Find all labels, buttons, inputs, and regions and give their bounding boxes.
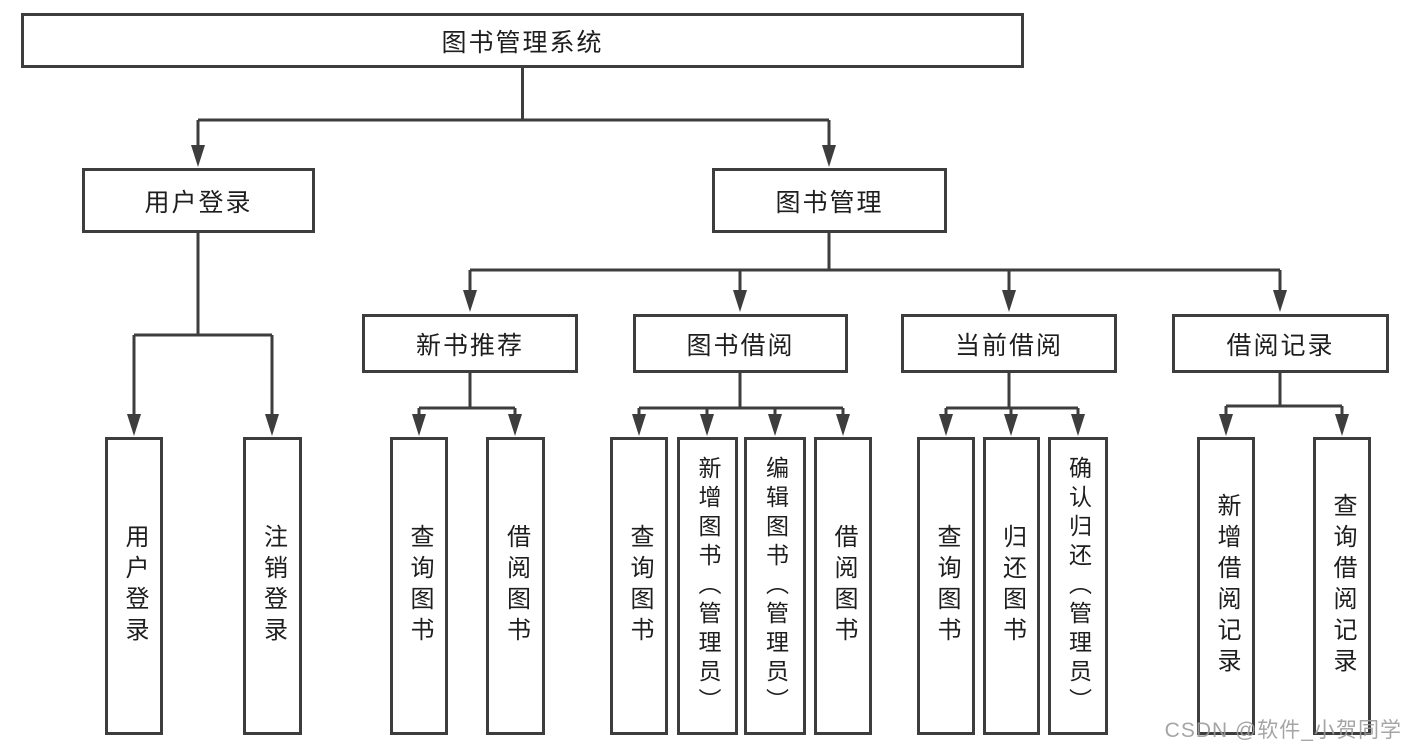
arrow-icon xyxy=(939,414,953,436)
arrow-icon xyxy=(768,414,782,436)
node-label: 查询借阅记录 xyxy=(1329,493,1356,679)
arrow-icon xyxy=(1219,414,1233,436)
arrow-icon xyxy=(1273,290,1287,312)
arrow-icon xyxy=(1071,414,1085,436)
node-label: 新增图书（管理员） xyxy=(695,455,721,717)
node-label: 新增借阅记录 xyxy=(1213,493,1240,679)
arrow-icon xyxy=(412,414,426,436)
leaf-user-login: 用户登录 xyxy=(105,437,163,735)
leaf-borrow-books-recommend: 借阅图书 xyxy=(486,437,545,735)
arrow-icon xyxy=(508,414,522,436)
node-label: 借阅记录 xyxy=(1226,331,1335,360)
node-label: 查询图书 xyxy=(933,524,960,648)
node-label: 确认归还（管理员） xyxy=(1065,455,1092,717)
connector-bookmgmt-to-level3 xyxy=(468,233,1282,292)
connector-bookborrow-to-leaves xyxy=(637,373,845,416)
arrow-icon xyxy=(733,290,747,312)
arrow-icon xyxy=(127,414,141,436)
node-label: 注销登录 xyxy=(259,524,287,648)
arrow-icon xyxy=(632,414,646,436)
node-user-login: 用户登录 xyxy=(82,168,315,233)
connector-userlogin-to-leaves xyxy=(132,233,274,416)
node-label: 编辑图书（管理员） xyxy=(762,455,789,717)
csdn-watermark: CSDN @软件_小贺同学 xyxy=(1164,719,1402,742)
node-label: 查询图书 xyxy=(406,524,433,648)
leaf-borrow-books: 借阅图书 xyxy=(814,437,872,735)
leaf-add-books-admin: 新增图书（管理员） xyxy=(677,437,738,735)
node-label: 归还图书 xyxy=(998,524,1026,648)
node-label: 图书管理 xyxy=(775,188,884,217)
leaf-query-books-current: 查询图书 xyxy=(917,437,975,735)
connector-root-to-level2 xyxy=(196,68,831,147)
leaf-query-borrow-record: 查询借阅记录 xyxy=(1313,437,1371,735)
leaf-logout: 注销登录 xyxy=(243,437,302,735)
node-label: 图书管理系统 xyxy=(441,28,604,57)
leaf-query-books-recommend: 查询图书 xyxy=(390,437,448,735)
node-label: 新书推荐 xyxy=(415,331,524,360)
arrow-icon xyxy=(265,414,279,436)
connector-currentborrow-to-leaves xyxy=(944,373,1080,416)
connector-newbook-to-leaves xyxy=(417,373,517,416)
node-borrow-records: 借阅记录 xyxy=(1172,314,1389,373)
arrow-icon xyxy=(1004,414,1018,436)
connector-borrowrecords-to-leaves xyxy=(1224,373,1344,416)
arrow-icon xyxy=(836,414,850,436)
node-label: 借阅图书 xyxy=(502,524,530,648)
arrow-icon xyxy=(1002,290,1016,312)
node-label: 用户登录 xyxy=(144,188,253,217)
leaf-edit-books-admin: 编辑图书（管理员） xyxy=(744,437,806,735)
arrow-icon xyxy=(191,145,205,167)
leaf-confirm-return-admin: 确认归还（管理员） xyxy=(1048,437,1108,735)
node-book-borrow: 图书借阅 xyxy=(633,314,848,373)
node-current-borrow: 当前借阅 xyxy=(901,314,1117,373)
arrow-icon xyxy=(700,414,714,436)
leaf-query-books-borrow: 查询图书 xyxy=(610,437,668,735)
arrow-icon xyxy=(463,290,477,312)
arrow-icon xyxy=(1335,414,1349,436)
node-label: 查询图书 xyxy=(626,524,653,648)
node-new-book-recommend: 新书推荐 xyxy=(362,314,578,373)
node-label: 用户登录 xyxy=(121,524,148,648)
arrow-icon xyxy=(822,145,836,167)
node-label: 图书借阅 xyxy=(686,331,795,360)
node-label: 借阅图书 xyxy=(830,524,857,648)
leaf-return-books: 归还图书 xyxy=(983,437,1040,735)
node-book-management: 图书管理 xyxy=(712,168,947,233)
node-library-system: 图书管理系统 xyxy=(21,13,1024,68)
node-label: 当前借阅 xyxy=(954,331,1063,360)
leaf-add-borrow-record: 新增借阅记录 xyxy=(1197,437,1255,735)
